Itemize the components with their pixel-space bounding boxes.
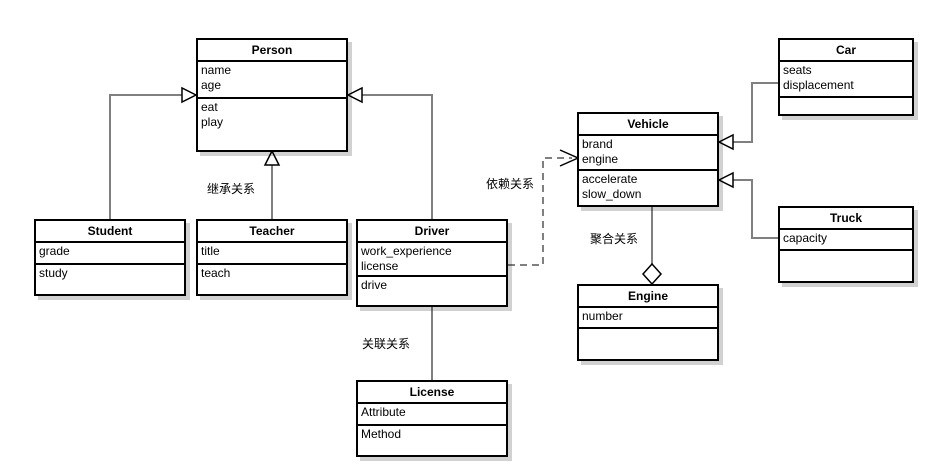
generalization-arrowhead-teacher [263, 149, 281, 166]
edge-driver-person [362, 94, 433, 219]
attribute-item: age [201, 78, 222, 92]
class-box-person[interactable]: Person name age eat play [196, 38, 348, 152]
operation-item: teach [201, 266, 231, 280]
label-association: 关联关系 [362, 337, 411, 351]
attribute-item: engine [582, 152, 619, 166]
class-attributes-car: seats displacement [780, 62, 912, 98]
class-name-driver: Driver [358, 221, 506, 243]
class-operations-vehicle: accelerate slow_down [579, 171, 717, 203]
class-name-teacher: Teacher [198, 221, 346, 243]
attribute-item: Attribute [361, 405, 406, 419]
attribute-item: displacement [783, 78, 854, 92]
operation-item: slow_down [582, 187, 642, 201]
operation-item: Method [361, 427, 402, 441]
label-inheritance: 继承关系 [207, 182, 256, 196]
class-operations-license: Method [358, 426, 506, 443]
class-attributes-license: Attribute [358, 404, 506, 426]
aggregation-diamond-engine [641, 262, 663, 286]
class-name-vehicle: Vehicle [579, 114, 717, 136]
operation-item: eat [201, 100, 218, 114]
attribute-item: title [201, 244, 220, 258]
attribute-item: brand [582, 137, 613, 151]
class-operations-car [780, 98, 912, 100]
class-box-license[interactable]: License Attribute Method [356, 380, 508, 457]
attribute-item: seats [783, 63, 812, 77]
generalization-arrowhead-student [181, 86, 198, 104]
class-attributes-teacher: title [198, 243, 346, 265]
class-name-car: Car [780, 40, 912, 62]
class-operations-student: study [36, 265, 184, 282]
operation-item: drive [361, 278, 388, 292]
class-attributes-truck: capacity [780, 230, 912, 251]
attribute-item: number [582, 309, 623, 323]
attribute-item: grade [39, 244, 70, 258]
edge-student-person [109, 94, 210, 219]
edge-car-vehicle [733, 82, 778, 143]
class-box-student[interactable]: Student grade study [34, 219, 186, 296]
class-box-driver[interactable]: Driver work_experience license drive [356, 219, 508, 307]
attribute-item: name [201, 63, 232, 77]
edge-truck-vehicle [733, 179, 778, 239]
operation-item: accelerate [582, 172, 638, 186]
class-name-engine: Engine [579, 286, 717, 308]
class-box-teacher[interactable]: Teacher title teach [196, 219, 348, 296]
class-attributes-engine: number [579, 308, 717, 329]
class-box-truck[interactable]: Truck capacity [778, 206, 914, 283]
generalization-arrowhead-driver [346, 86, 363, 104]
class-box-engine[interactable]: Engine number [577, 284, 719, 361]
edge-driver-vehicle [508, 157, 572, 266]
class-attributes-vehicle: brand engine [579, 136, 717, 171]
operation-item: study [39, 266, 68, 280]
generalization-arrowhead-truck [717, 171, 734, 189]
class-name-license: License [358, 382, 506, 404]
class-box-vehicle[interactable]: Vehicle brand engine accelerate slow_dow… [577, 112, 719, 207]
label-dependency: 依赖关系 [486, 177, 535, 191]
dependency-arrowhead-driver-vehicle [559, 149, 580, 167]
generalization-arrowhead-car [717, 133, 734, 151]
operation-item: play [201, 115, 224, 129]
class-name-person: Person [198, 40, 346, 62]
class-operations-driver: drive [358, 277, 506, 294]
class-box-car[interactable]: Car seats displacement [778, 38, 914, 116]
class-name-student: Student [36, 221, 184, 243]
class-operations-teacher: teach [198, 265, 346, 282]
class-operations-engine [579, 329, 717, 331]
class-name-truck: Truck [780, 208, 912, 230]
class-attributes-driver: work_experience license [358, 243, 506, 277]
attribute-item: capacity [783, 231, 828, 245]
class-attributes-student: grade [36, 243, 184, 265]
class-operations-truck [780, 251, 912, 253]
label-aggregation: 聚合关系 [590, 232, 639, 246]
class-operations-person: eat play [198, 99, 346, 131]
attribute-item: license [361, 259, 399, 273]
attribute-item: work_experience [361, 244, 452, 258]
class-attributes-person: name age [198, 62, 346, 99]
